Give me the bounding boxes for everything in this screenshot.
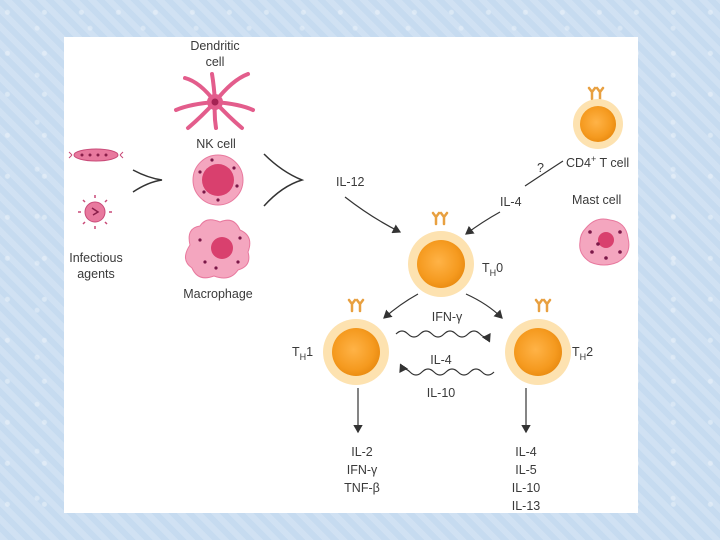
dendritic-cell-label-2: cell bbox=[206, 55, 225, 69]
chevron-arrow-1 bbox=[132, 169, 163, 193]
dendritic-cell-label-1: Dendritic bbox=[190, 39, 239, 53]
il4-cross-label: IL-4 bbox=[430, 353, 452, 367]
mast-cell-icon bbox=[579, 218, 630, 266]
slide-panel: Infectious agents Dendritic cell NK cell… bbox=[64, 37, 638, 513]
il4-il10-wavy-arrow bbox=[399, 363, 495, 376]
th1-label: TH1 bbox=[292, 345, 313, 362]
mast-cell-label: Mast cell bbox=[572, 193, 621, 207]
th1-cytokine-list: IL-2 IFN-γ TNF-β bbox=[344, 445, 380, 495]
dendritic-cell-icon bbox=[174, 72, 255, 130]
il12-arrow bbox=[344, 196, 402, 234]
th1-cytokine: IL-2 bbox=[351, 445, 373, 459]
ifn-gamma-cross-label: IFN-γ bbox=[432, 310, 463, 324]
th1-cytokine: TNF-β bbox=[344, 481, 380, 495]
macrophage-label: Macrophage bbox=[183, 287, 253, 301]
bacterium-icon bbox=[68, 148, 124, 162]
virus-icon bbox=[78, 195, 112, 229]
nk-cell-icon bbox=[192, 154, 244, 206]
question-mark-label: ? bbox=[537, 161, 544, 175]
th2-cytokine: IL-13 bbox=[512, 499, 541, 513]
infectious-agents-label-1: Infectious bbox=[69, 251, 123, 265]
th2-cytokine-list: IL-4 IL-5 IL-10 IL-13 bbox=[512, 445, 541, 513]
th2-cell-icon bbox=[505, 298, 571, 385]
th2-cytokine: IL-10 bbox=[512, 481, 541, 495]
nk-cell-label: NK cell bbox=[196, 137, 236, 151]
th2-label: TH2 bbox=[572, 345, 593, 362]
th-differentiation-diagram: Infectious agents Dendritic cell NK cell… bbox=[68, 39, 630, 513]
th1-cytokine: IFN-γ bbox=[347, 463, 378, 477]
infectious-agents-label-2: agents bbox=[77, 267, 115, 281]
il10-cross-label: IL-10 bbox=[427, 386, 456, 400]
il4-input-arrow bbox=[465, 211, 501, 235]
cd4-connector-line bbox=[524, 160, 564, 187]
th0-label: TH0 bbox=[482, 261, 503, 278]
chevron-arrow-2 bbox=[263, 153, 305, 207]
il4-input-label: IL-4 bbox=[500, 195, 522, 209]
il12-label: IL-12 bbox=[336, 175, 365, 189]
cd4-t-cell-label: CD4+ T cell bbox=[566, 154, 629, 170]
th2-cytokine: IL-5 bbox=[515, 463, 537, 477]
th0-to-th1-arrow bbox=[383, 293, 419, 319]
th0-cell-icon bbox=[408, 211, 474, 297]
ifn-gamma-wavy-arrow bbox=[395, 330, 491, 343]
macrophage-icon bbox=[185, 219, 251, 279]
th2-cytokine: IL-4 bbox=[515, 445, 537, 459]
th1-cell-icon bbox=[323, 298, 389, 385]
cd4-t-cell-icon bbox=[573, 86, 623, 149]
th0-to-th2-arrow bbox=[465, 293, 503, 319]
